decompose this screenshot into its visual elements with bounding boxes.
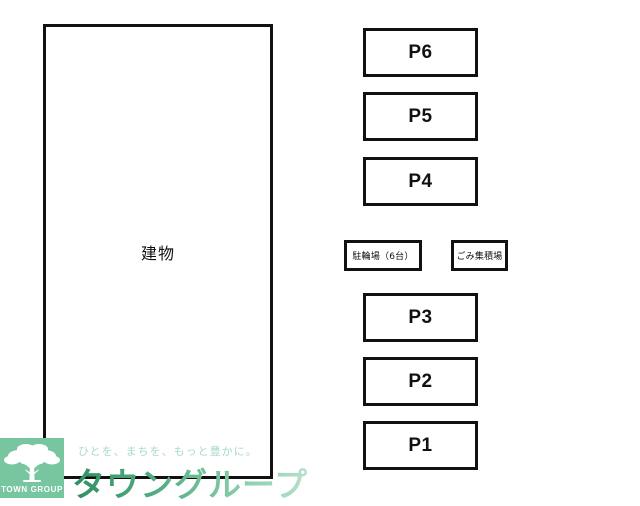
parking-stall-p4: P4 (363, 157, 478, 206)
garbage-area-box: ごみ集積場 (451, 240, 508, 271)
building-outline: 建物 (43, 24, 273, 479)
parking-stall-label: P3 (408, 306, 433, 328)
parking-stall-p3: P3 (363, 293, 478, 342)
parking-stall-label: P6 (408, 41, 433, 63)
brand-watermark: TOWN GROUP ひとを、まちを、もっと豊かに。 タウングループ (0, 438, 307, 504)
brand-logo-mark: TOWN GROUP (0, 438, 64, 498)
parking-stall-p2: P2 (363, 357, 478, 406)
parking-stall-label: P2 (408, 370, 433, 392)
building-label: 建物 (140, 243, 175, 263)
parking-stall-label: P5 (408, 105, 433, 127)
brand-name: タウングループ (72, 458, 308, 506)
garbage-area-label: ごみ集積場 (456, 252, 503, 262)
parking-stall-p6: P6 (363, 28, 478, 77)
parking-stall-p1: P1 (363, 421, 478, 470)
parking-stall-p5: P5 (363, 92, 478, 141)
bicycle-parking-label: 駐輪場（6台） (352, 252, 414, 262)
parking-stall-label: P4 (408, 170, 433, 192)
brand-tagline: ひとを、まちを、もっと豊かに。 (78, 445, 258, 458)
parking-stall-label: P1 (408, 434, 433, 456)
brand-mark-text: TOWN GROUP (1, 485, 63, 494)
bicycle-parking-box: 駐輪場（6台） (344, 240, 422, 271)
tree-icon (4, 444, 60, 482)
